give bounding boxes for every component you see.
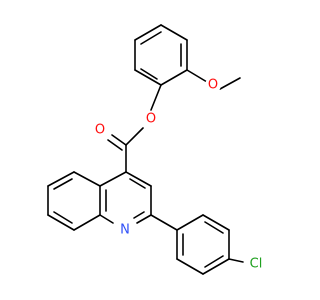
svg-text:O: O — [146, 112, 156, 127]
atom-label-carbonyl-oxygen: O — [92, 122, 108, 138]
svg-text:O: O — [95, 123, 105, 138]
quinoline-pyridine-ring — [99, 171, 152, 224]
methoxyphenyl-ring — [134, 24, 188, 86]
svg-text:N: N — [120, 223, 130, 238]
svg-text:Cl: Cl — [250, 257, 263, 272]
quinoline-benzo-ring — [47, 171, 101, 231]
methoxy-group — [186, 69, 241, 90]
svg-text:O: O — [208, 78, 218, 93]
atom-label-methoxy-oxygen: O — [205, 77, 221, 93]
atom-label-ring-nitrogen: N — [117, 222, 133, 238]
molecule-structure: O O O N Cl — [47, 24, 264, 275]
chlorophenyl-ring — [150, 214, 244, 275]
ester-linkage — [107, 84, 162, 173]
atom-label-ester-oxygen: O — [143, 111, 159, 127]
atom-label-chlorine: Cl — [246, 256, 264, 272]
